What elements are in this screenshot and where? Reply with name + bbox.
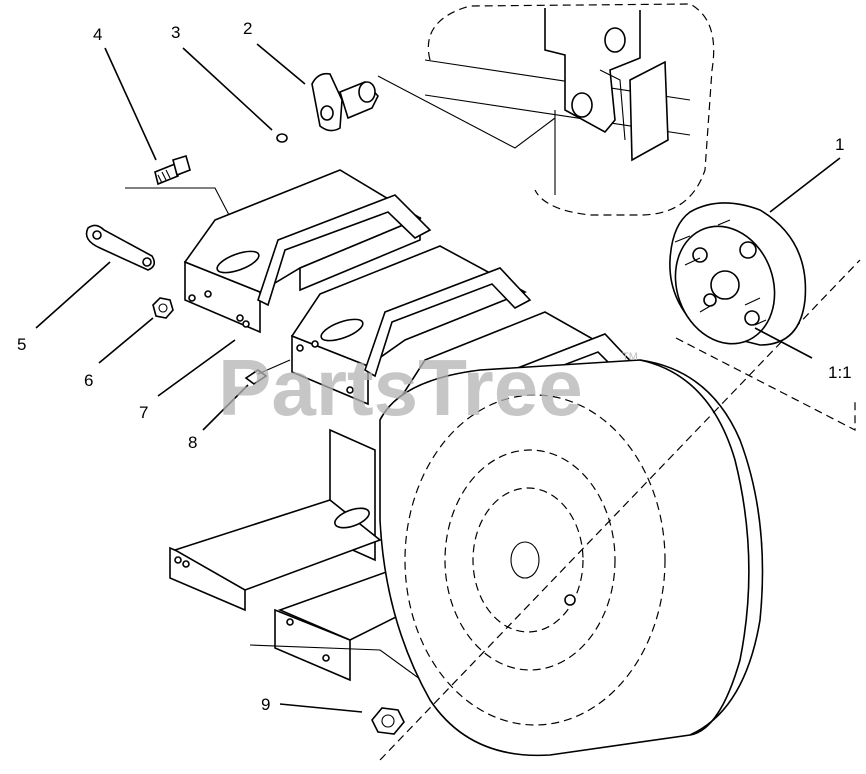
callout-9: 9 bbox=[261, 695, 270, 714]
leader-4 bbox=[104, 47, 157, 161]
callout-2: 2 bbox=[243, 19, 252, 38]
part-2-bracket-pin bbox=[311, 72, 556, 149]
callout-1: 1 bbox=[835, 135, 844, 154]
leader-lines bbox=[35, 43, 841, 713]
part-9-nut bbox=[371, 707, 405, 735]
watermark-trademark: TM bbox=[622, 351, 638, 363]
part-8-bolt bbox=[244, 359, 291, 385]
leader-6 bbox=[98, 317, 154, 364]
leader-7 bbox=[157, 339, 236, 397]
leader-8 bbox=[202, 384, 249, 431]
watermark: PartsTree TM bbox=[218, 343, 638, 432]
callout-6: 6 bbox=[84, 371, 93, 390]
leader-1 bbox=[769, 157, 841, 213]
wheel-tire bbox=[379, 259, 861, 761]
callout-4: 4 bbox=[93, 25, 102, 44]
callout-3: 3 bbox=[171, 23, 180, 42]
leader-2 bbox=[256, 43, 306, 85]
part-5-link-plate bbox=[85, 224, 156, 271]
leader-9 bbox=[279, 703, 363, 713]
leader-1-1 bbox=[754, 327, 813, 359]
leader-3 bbox=[182, 47, 273, 131]
detail-bubble-mount bbox=[424, 3, 715, 216]
callout-labels: 4 3 2 1 1:1 5 6 7 8 9 bbox=[17, 19, 852, 714]
callout-8: 8 bbox=[188, 433, 197, 452]
callout-5: 5 bbox=[17, 335, 26, 354]
part-3-screw bbox=[276, 133, 288, 143]
callout-7: 7 bbox=[139, 403, 148, 422]
watermark-text: PartsTree bbox=[218, 343, 583, 432]
part-6-nut bbox=[152, 297, 174, 319]
part-1-wheel-spacer bbox=[669, 202, 856, 431]
leader-5 bbox=[35, 261, 111, 329]
callout-1-1: 1:1 bbox=[828, 363, 852, 382]
